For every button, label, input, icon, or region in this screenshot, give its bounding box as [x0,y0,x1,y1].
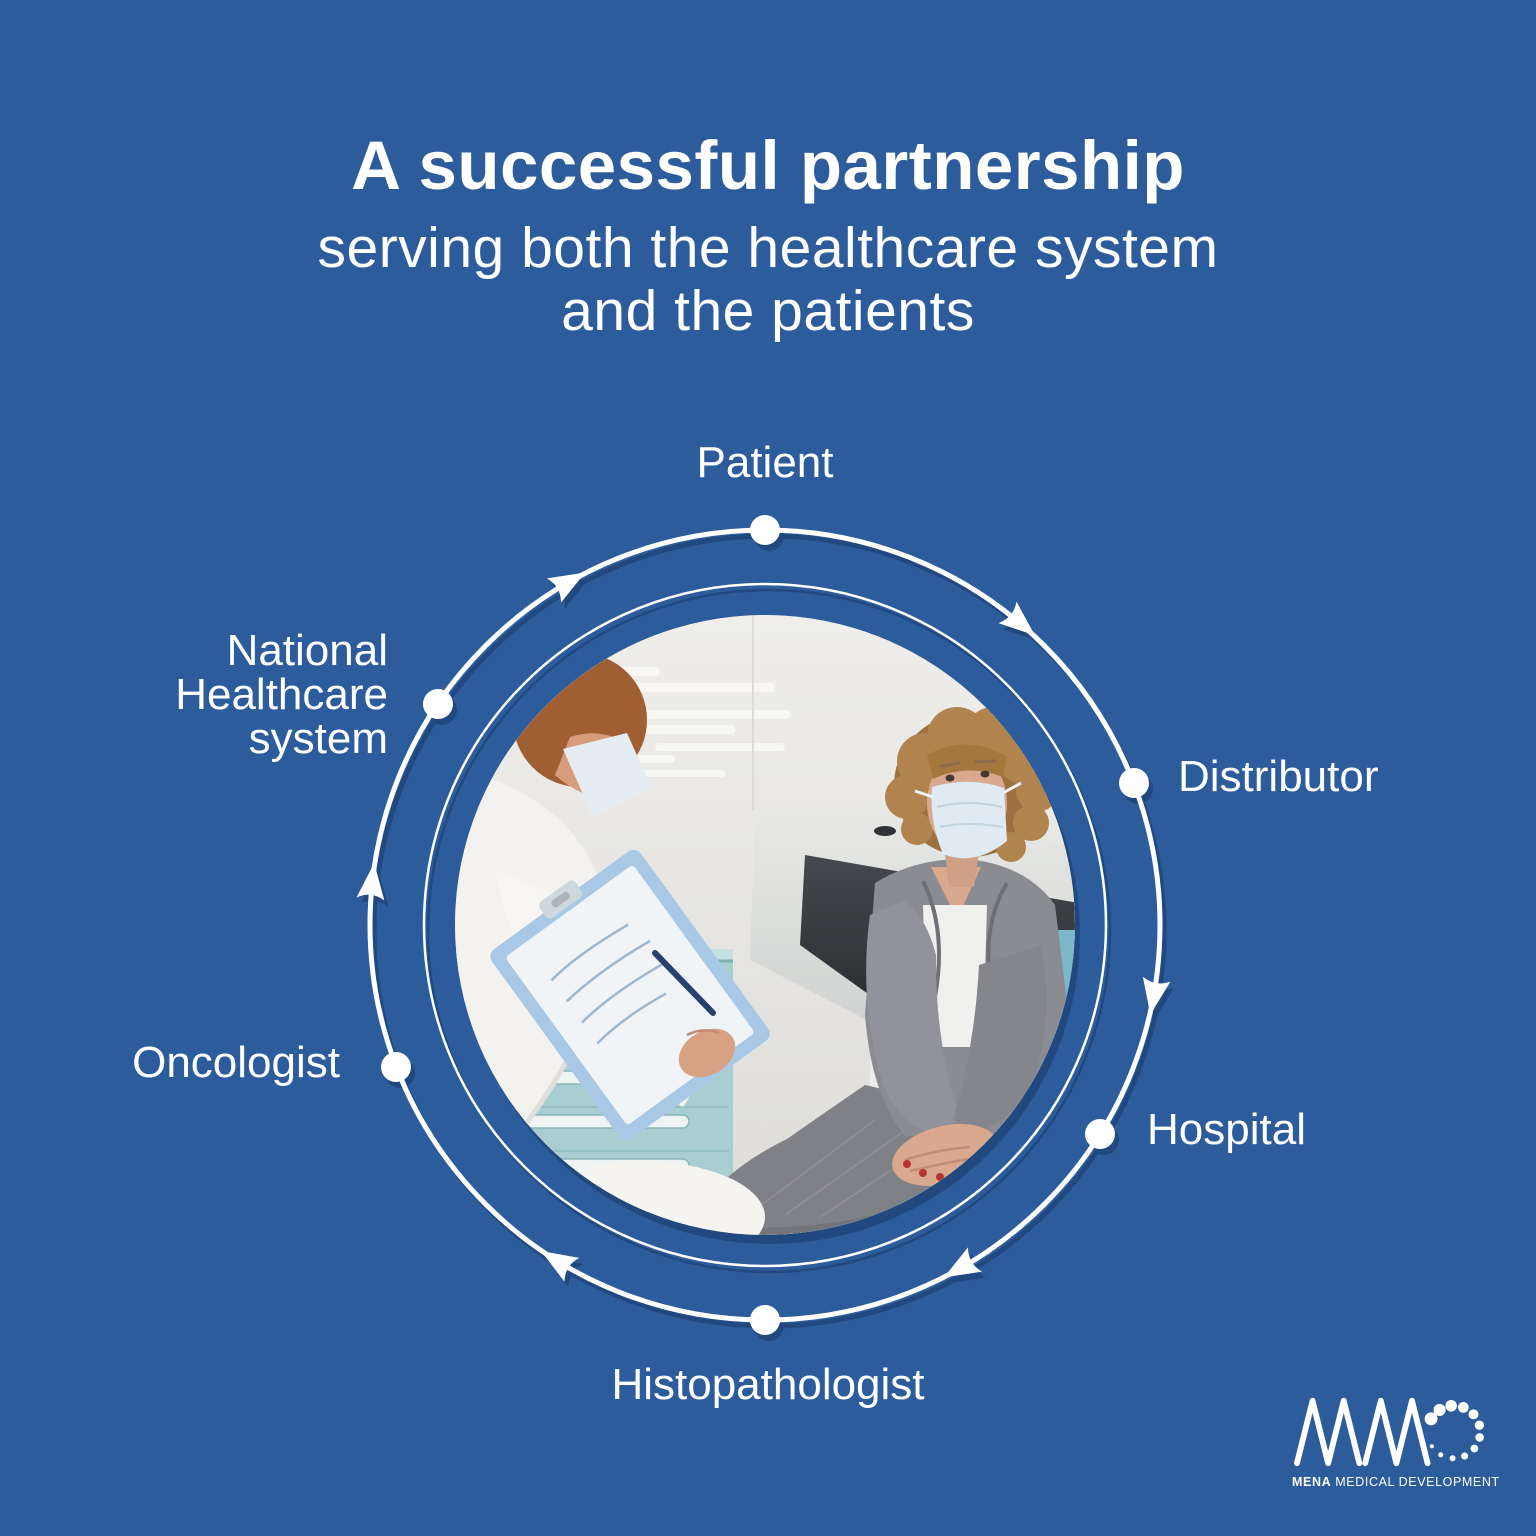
page-title: A successful partnership [351,127,1185,204]
logo-letter-m [1362,1397,1431,1467]
cycle-node-dot-distributor [1119,768,1149,798]
cycle-label-distributor: Distributor [1178,752,1379,801]
title-block: A successful partnership serving both th… [0,126,1536,342]
cycle-flow-arrow-icon [541,1251,580,1282]
cycle-node-dot-nhs [423,689,453,719]
cycle-node-dot-patient [750,515,780,545]
cycle-label-oncologist: Oncologist [132,1038,340,1087]
photo-patient-eyes [945,770,990,782]
cycle-node-dot-hospital [1085,1119,1115,1149]
clinic-photo-illustration [455,615,1075,1235]
page-subtitle-line2: and the patients [561,278,975,343]
cycle-inner-ring [422,582,1108,1268]
brand-logo: MENA MEDICAL DEVELOPMENT [1292,1392,1499,1489]
cycle-flow-arrow-icon [943,1247,982,1278]
brand-name-secondary: MEDICAL DEVELOPMENT [1335,1475,1500,1489]
photo-patient-arm-right [953,945,1048,1131]
cycle-label-hospital: Hospital [1147,1105,1306,1154]
cycle-node-dot-histopathologist [750,1305,780,1335]
cycle-flow-arrow-icon [356,863,385,901]
photo-doctor-mask [563,733,651,817]
logo-dotted-d-icon [1424,1399,1485,1462]
photo-patient-neck [945,853,979,887]
cycle-label-national-healthcare-system: National Healthcare system [175,626,388,763]
cycle-node-dot-oncologist [381,1052,411,1082]
logo-letter-m [1294,1397,1363,1467]
cycle-flow-arrow-icon [547,572,586,603]
cycle-label-histopathologist: Histopathologist [611,1360,925,1409]
clinic-photo [455,615,1075,1235]
page-subtitle-line1: serving both the healthcare system [317,216,1219,280]
photo-patient-mask [931,781,1007,859]
cycle-flow-arrow-icon [998,601,1036,636]
brand-logo-text: MENA MEDICAL DEVELOPMENT [1292,1475,1499,1489]
photo-doctor-hand [652,950,736,1078]
cycle-label-patient: Patient [696,438,834,487]
photo-patient-head [885,707,1058,862]
mmd-logo-mark [1294,1397,1485,1467]
cycle-flow-arrow-icon [1142,976,1171,1015]
photo-patient-arm-left [866,901,961,1131]
brand-name-primary: MENA [1292,1475,1332,1489]
